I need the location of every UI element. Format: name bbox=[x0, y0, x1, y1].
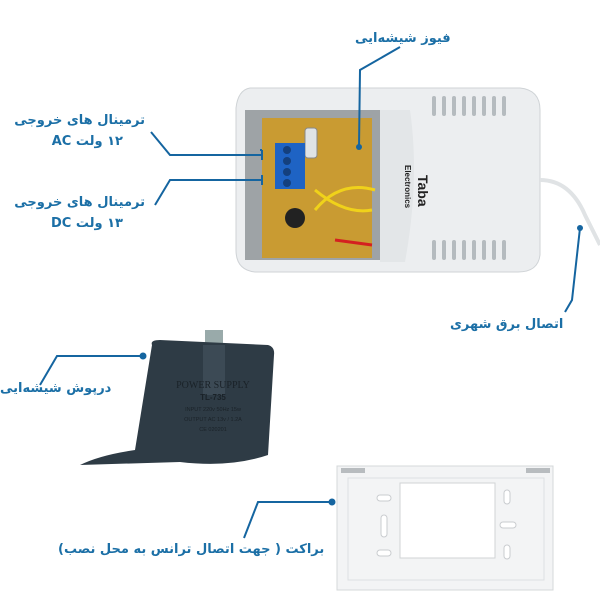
brand-logo: Taba bbox=[415, 175, 431, 207]
bracket-label: براکت ( جهت اتصال ترانس به محل نصب) bbox=[58, 542, 325, 557]
ac-terminal-label-line1: ترمینال های خروجی bbox=[14, 113, 145, 128]
dc-terminal-label: ترمینال های خروجی ۱۳ ولت DC bbox=[14, 192, 145, 234]
fuse-leader bbox=[358, 46, 401, 148]
leader-lines bbox=[39, 46, 581, 539]
ac-terminal-label: ترمینال های خروجی ۱۲ ولت AC bbox=[14, 110, 145, 152]
mains-leader bbox=[564, 227, 581, 313]
cover-label: درپوش شیشه‌ایی bbox=[0, 381, 112, 396]
ac-leader bbox=[150, 131, 262, 156]
cover-model: TL-735 bbox=[200, 393, 226, 402]
ac-terminal-label-line2: ۱۲ ولت AC bbox=[51, 134, 123, 149]
power-cable bbox=[539, 178, 600, 246]
glass-cover: POWER SUPPLY TL-735 INPUT 220v 50Hz 15w … bbox=[80, 330, 275, 465]
cover-input: INPUT 220v 50Hz 15w bbox=[185, 407, 241, 413]
fuse-label: فیوز شیشه‌ایی bbox=[355, 31, 451, 46]
glass-fuse bbox=[304, 127, 318, 159]
bracket-leader bbox=[243, 501, 332, 539]
terminal-block bbox=[275, 143, 305, 189]
dc-leader bbox=[154, 179, 262, 206]
cover-cert: CE 020201 bbox=[199, 427, 227, 433]
brand-subtitle: Electronics bbox=[403, 165, 412, 209]
capacitor bbox=[285, 208, 305, 228]
cover-output: OUTPUT AC 13v / 1.2A bbox=[184, 417, 242, 423]
power-supply-device: Taba Electronics bbox=[235, 87, 600, 273]
mains-label: اتصال برق شهری bbox=[450, 317, 564, 332]
dc-terminal-label-line2: ۱۳ ولت DC bbox=[51, 216, 123, 231]
dc-terminal-label-line1: ترمینال های خروجی bbox=[14, 195, 145, 210]
mounting-bracket bbox=[336, 465, 554, 591]
cover-title: POWER SUPPLY bbox=[176, 380, 250, 391]
cover-leader bbox=[39, 355, 143, 386]
